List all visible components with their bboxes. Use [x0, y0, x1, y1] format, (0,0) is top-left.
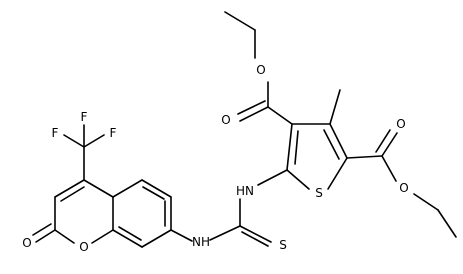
bond-c5-nh — [257, 169, 288, 186]
atom-o-ester2-carbonyl: O — [396, 117, 405, 131]
atom-o-coumarin-carbonyl: O — [22, 236, 31, 250]
bond-lines — [32, 11, 457, 248]
bond-cf3-f-left — [63, 134, 85, 148]
atom-o-ester2-ether: O — [399, 181, 408, 195]
bond-benz-c5-c6-b — [142, 186, 165, 200]
bond-ester2-c-o-double-b — [375, 129, 391, 153]
bond-cs-nh2 — [209, 225, 241, 241]
atom-f-top: F — [81, 110, 88, 124]
bond-benz-c5-c6 — [141, 179, 172, 198]
bond-ethyl2-o-ch2 — [413, 193, 439, 211]
atom-nh-thiophene: HN — [236, 184, 254, 198]
bond-ester2-c-o-double-a — [381, 132, 398, 157]
bond-benz-c4a-c5-a — [112, 179, 143, 198]
atom-nh-coumarin: NH — [192, 235, 210, 249]
bond-nh2-coumarin — [170, 229, 193, 242]
bond-pyr-c3-c4-b — [60, 186, 85, 202]
bond-c2-o-double-b — [32, 223, 52, 236]
bond-benz-c8-c8a-a — [112, 229, 143, 248]
atom-o-ester1-carbonyl: O — [221, 113, 230, 127]
atom-o-ester1-ether: O — [256, 63, 265, 77]
bond-pyr-c4-c4a — [83, 179, 114, 198]
bond-pyr-c8a-o1 — [91, 229, 114, 244]
atom-o-coumarin-ring: O — [79, 240, 88, 254]
bond-cf3-f-right — [83, 134, 105, 148]
atom-labels: O O O O S HN NH S O O F F F — [22, 63, 408, 254]
bond-ring-c5-c4-a — [286, 123, 293, 171]
atom-f-left: F — [52, 126, 59, 140]
bond-ring-s-c5 — [286, 169, 310, 190]
bond-ethyl2-ch2-ch3 — [437, 209, 457, 238]
bond-benz-c7-c8 — [141, 229, 172, 248]
bond-cs-s-double-b — [241, 231, 269, 247]
bond-methyl — [329, 89, 341, 125]
bond-ester1-c-ring — [267, 106, 293, 125]
bond-ring-c5-c4-b — [294, 130, 299, 165]
bond-ester1-c-o-double-b — [237, 100, 266, 115]
atom-s-thiophene: S — [315, 186, 323, 200]
bond-ring-c3-c2-b — [323, 129, 340, 160]
bond-ester2-ring-c — [346, 155, 383, 159]
bond-pyr-c3-c4-a — [54, 179, 85, 198]
bond-ring-c3-c2-a — [329, 123, 348, 159]
atom-s-thiourea: S — [279, 238, 287, 252]
bond-pyr-o1-c2 — [54, 229, 75, 244]
bond-ester1-c-o-double-a — [239, 106, 269, 122]
bond-ring-c2-s — [327, 157, 348, 190]
bond-ester2-c-o — [381, 155, 397, 182]
bond-benz-c8-c8a-b — [118, 226, 142, 241]
bond-cs-s-double-a — [239, 225, 272, 243]
bond-c2-o-double-a — [35, 229, 56, 243]
atom-f-right: F — [110, 126, 117, 140]
bond-ethyl1-ch3-ch2 — [224, 11, 256, 31]
